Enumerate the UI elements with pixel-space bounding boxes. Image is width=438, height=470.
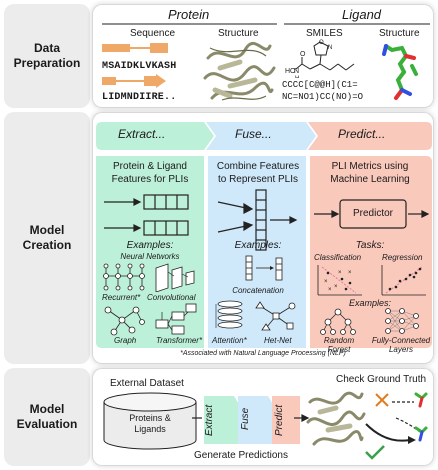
fc-layers-label: Fully-Connected Layers: [371, 336, 431, 354]
ligand-structure-label: Structure: [379, 28, 420, 39]
ground-truth-check: [365, 392, 428, 460]
graph-label: Graph: [114, 336, 137, 345]
classification-label: Classification: [314, 253, 362, 262]
attention-icon: [215, 300, 243, 329]
model-creation-text: Model Creation: [22, 223, 72, 252]
database-label: Proteins & Ligands: [129, 413, 171, 434]
svg-text:O: O: [300, 51, 306, 58]
convolutional-network-icon: [155, 263, 195, 292]
svg-text:H: H: [295, 76, 299, 78]
smiles-line-1: CCCC[C@@H](C1=: [282, 80, 358, 90]
random-forest-icon: [320, 308, 356, 335]
evaluation-protein-image: [306, 391, 366, 446]
evaluation-arrows: [192, 414, 310, 422]
svg-text:×: ×: [328, 287, 332, 293]
tasks-label: Tasks:: [355, 240, 385, 251]
fuse-title: Combine Features to Represent PLIs: [216, 161, 300, 185]
ligand-header: Ligand: [342, 7, 382, 22]
nlp-footnote: *Associated with Natural Language Proces…: [180, 350, 346, 357]
protein-header: Protein: [168, 7, 210, 22]
predict-header: Predict...: [338, 127, 386, 141]
data-preparation-text: Data Preparation: [13, 41, 81, 70]
sequence-glyphs: [102, 43, 168, 88]
data-preparation-label: Data Preparation: [4, 4, 90, 108]
model-creation-label: Model Creation: [4, 112, 90, 364]
external-dataset-label: External Dataset: [110, 378, 184, 389]
svg-text:×: ×: [338, 270, 342, 276]
svg-text:×: ×: [324, 279, 328, 285]
generate-predictions-label: Generate Predictions: [194, 450, 288, 461]
attention-label: Attention*: [212, 336, 247, 345]
model-evaluation-label: Model Evaluation: [4, 368, 90, 466]
regression-label: Regression: [382, 253, 423, 262]
random-forest-label: Random Forest: [323, 336, 355, 354]
header-underlines: [102, 23, 430, 25]
extract-neural-networks: Neural Networks: [120, 252, 180, 261]
svg-text:O: O: [319, 40, 324, 46]
fc-layers-icon: [385, 308, 419, 334]
smiles-label: SMILES: [306, 28, 343, 39]
extract-feature-vectors: [104, 194, 189, 236]
fuse-concat-vector: [217, 189, 298, 251]
graph-network-icon: [104, 306, 145, 336]
fuse-examples: Examples:: [234, 240, 282, 251]
fuse-header: Fuse...: [235, 127, 272, 141]
mini-stage-chevrons: [204, 396, 300, 444]
extract-examples: Examples:: [126, 240, 174, 251]
data-preparation-panel: Protein Ligand Sequence Structure SMILES…: [92, 4, 434, 108]
concatenation-label: Concatenation: [232, 286, 284, 295]
transformer-network-icon: [155, 303, 197, 335]
concatenation-icon: [245, 255, 283, 281]
sequence-line-1: MSAIDKLVKASH: [102, 61, 177, 72]
hetnet-icon: [255, 301, 296, 331]
hetnet-label: Het-Net: [264, 336, 292, 345]
regression-plot: [381, 265, 426, 296]
data-preparation-row: Data Preparation Protein Ligand Sequence…: [4, 4, 434, 108]
svg-text:×: ×: [348, 270, 352, 276]
classification-plot: ×××××: [317, 265, 362, 296]
svg-text:HO: HO: [285, 68, 296, 75]
predict-examples: Examples:: [348, 298, 392, 308]
model-creation-panel: Extract... Fuse... Predict... Protein & …: [92, 112, 434, 364]
model-evaluation-text: Model Evaluation: [16, 402, 78, 431]
sequence-label: Sequence: [130, 28, 176, 39]
transformer-label: Transformer*: [156, 336, 203, 345]
atom-n-2: N: [294, 68, 299, 75]
model-evaluation-row: Model Evaluation External Dataset Protei…: [4, 368, 434, 466]
ligand-skeletal-formula: HO N H O O N: [285, 40, 355, 78]
model-evaluation-panel: External Dataset Proteins & Ligands Extr…: [92, 368, 434, 466]
svg-text:×: ×: [334, 284, 338, 290]
check-ground-truth-label: Check Ground Truth: [336, 374, 427, 385]
extract-title: Protein & Ligand Features for PLIs: [111, 161, 189, 185]
predictor-diagram: [314, 199, 430, 229]
convolutional-label: Convolutional: [147, 293, 196, 302]
smiles-line-2: NC=NO1)CC(NO)=O: [282, 92, 364, 102]
database-cylinder: [103, 392, 197, 450]
recurrent-network-icon: [103, 263, 145, 291]
model-creation-row: Model Creation Extract... Fuse... Predic…: [4, 112, 434, 364]
recurrent-label: Recurrent*: [102, 293, 141, 302]
protein-structure-image: [203, 41, 276, 101]
ligand-3d-structure: [382, 44, 418, 100]
svg-text:N: N: [328, 45, 332, 51]
predictor-label: Predictor: [352, 208, 393, 219]
extract-header: Extract...: [118, 127, 166, 141]
protein-structure-label: Structure: [218, 28, 259, 39]
sequence-line-2: LIDMNDIIRE..: [102, 92, 177, 103]
predict-title: PLI Metrics using Machine Learning: [330, 161, 410, 185]
